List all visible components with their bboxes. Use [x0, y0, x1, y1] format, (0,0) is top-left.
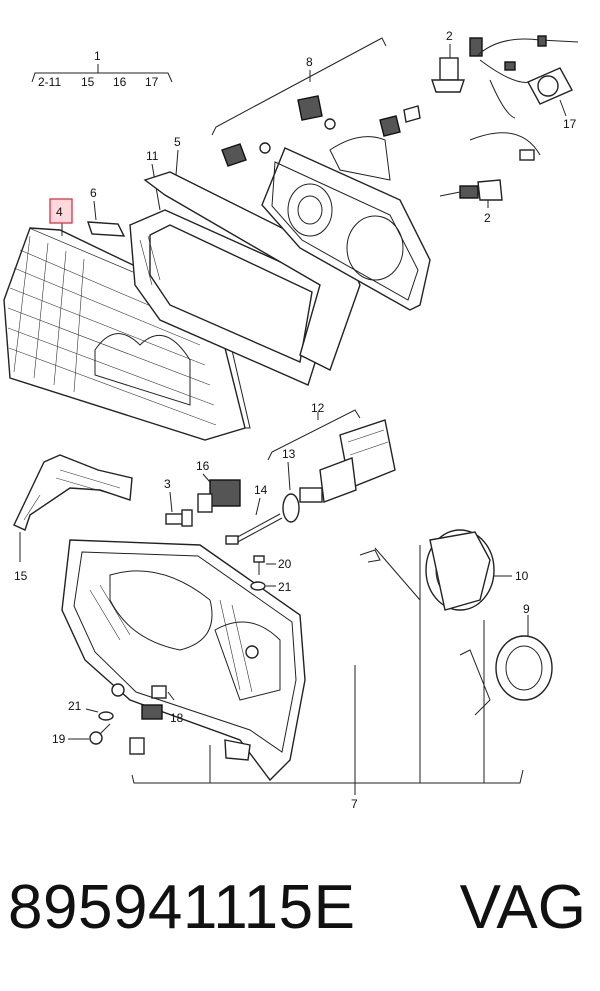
callout-5: 5	[174, 135, 181, 149]
bezel-ring-10	[425, 529, 495, 611]
callout-4: 4	[56, 205, 63, 219]
frame-part-11	[129, 209, 336, 386]
bulb-holders-8	[221, 95, 421, 167]
bracket-7	[131, 769, 524, 784]
headlight-reflector	[261, 136, 431, 311]
spring-wire-lower	[459, 649, 491, 716]
callout-21-right: 21	[278, 580, 292, 594]
mounting-strip-15	[13, 454, 133, 531]
lens-part-9	[495, 635, 553, 701]
adjusting-screw-14	[225, 513, 283, 545]
part-number: 895941115E	[8, 873, 356, 942]
callout-15: 15	[14, 569, 28, 583]
callout-6: 6	[90, 186, 97, 200]
bulb-part-3	[165, 509, 193, 527]
callout-19: 19	[52, 732, 66, 746]
brand-label: VAG	[459, 873, 586, 942]
callout-18: 18	[170, 711, 184, 725]
bulb-part-2-mid	[439, 179, 503, 201]
callout-11: 11	[146, 149, 159, 163]
callout-2-top: 2	[446, 29, 453, 43]
callout-1: 1	[94, 49, 101, 63]
callout-13: 13	[282, 447, 296, 461]
callout-12: 12	[311, 401, 325, 415]
callout-21-left: 21	[68, 699, 82, 713]
callout-10: 10	[515, 569, 529, 583]
screw-part-20	[253, 555, 265, 575]
socket-part-16	[197, 479, 241, 513]
bulb-part-2-top	[431, 37, 483, 93]
callout-16: 16	[196, 459, 210, 473]
callout-1-sub-c: 16	[113, 75, 127, 89]
clip-part-6	[87, 221, 126, 237]
adjuster-motor-12	[299, 419, 396, 503]
callout-1-sub-b: 15	[81, 75, 95, 89]
spring-clip-upper	[359, 549, 381, 563]
gasket-part-5	[143, 171, 361, 371]
callout-1-sub-d: 17	[145, 75, 159, 89]
screw-part-19	[89, 723, 111, 745]
callout-14: 14	[254, 483, 268, 497]
callout-3: 3	[164, 477, 171, 491]
callout-1-group: 1 2-11 15 16 17	[31, 49, 173, 89]
seal-ring-13	[282, 493, 300, 523]
bracket-12	[267, 409, 361, 461]
callout-7: 7	[351, 797, 358, 811]
spring-wire-upper	[374, 547, 421, 601]
bracket-8	[211, 37, 387, 136]
washer-part-21-left	[98, 711, 114, 721]
exploded-parts-diagram: 1 2-11 15 16 17 4 6 11	[3, 29, 579, 811]
callout-17: 17	[563, 117, 577, 131]
callout-20: 20	[278, 557, 292, 571]
callout-2-mid: 2	[484, 211, 491, 225]
washer-part-21-right	[250, 581, 266, 591]
callout-9: 9	[523, 602, 530, 616]
callout-1-sub-a: 2-11	[38, 75, 61, 89]
clip-part-18	[129, 685, 167, 755]
callout-4-highlight: 4	[49, 198, 73, 224]
callout-8: 8	[306, 55, 313, 69]
headlight-housing-7	[61, 539, 306, 782]
wiring-harness-17	[469, 35, 579, 161]
